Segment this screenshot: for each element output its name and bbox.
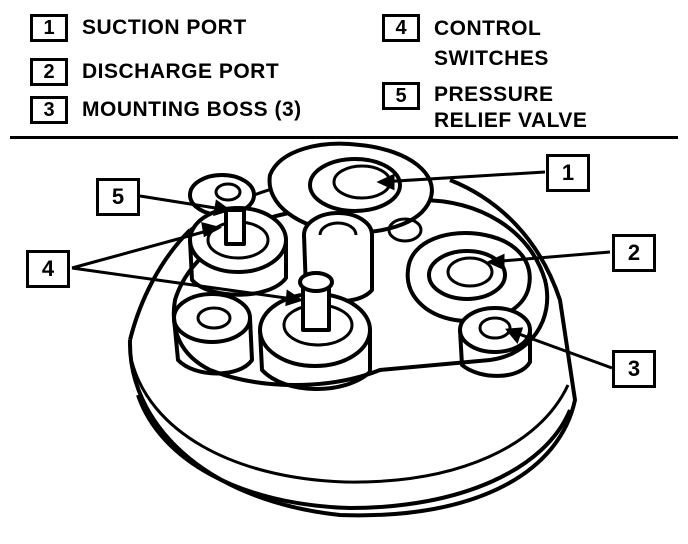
callout-4: 4 — [26, 250, 70, 288]
discharge-port-boss — [405, 231, 532, 324]
leader-arrow-3 — [505, 327, 524, 345]
leader-arrow-4a — [201, 221, 223, 238]
small-port-hole — [387, 217, 423, 243]
legend-item-pressure-relief-valve: 5 PRESSURE RELIEF VALVE — [382, 82, 587, 134]
discharge-port-inner — [446, 256, 494, 288]
switch-center-wall — [258, 329, 372, 391]
lower-left-boss-hole — [196, 306, 232, 330]
callout-3: 3 — [612, 350, 656, 388]
leader-arrow-5 — [213, 199, 232, 217]
legend-item-control-switches: 4 CONTROL SWITCHES — [382, 14, 549, 74]
legend-number: 5 — [382, 82, 420, 110]
legend-number: 2 — [30, 58, 68, 86]
switch-left-housing-wall — [188, 239, 288, 297]
suction-port-boss — [267, 141, 434, 235]
leader-line-5 — [139, 194, 229, 212]
right-boss-wall — [458, 329, 532, 378]
right-boss-hole — [478, 316, 512, 340]
housing-rim-band — [130, 361, 570, 484]
legend-item-suction-port: 1 SUCTION PORT — [30, 14, 247, 42]
legend-number: 3 — [30, 96, 68, 124]
leader-line-4a — [71, 226, 219, 270]
upper-left-boss-hole — [214, 182, 242, 202]
divider-rule — [10, 136, 678, 139]
legend-item-discharge-port: 2 DISCHARGE PORT — [30, 58, 279, 86]
leader-line-3 — [507, 328, 613, 370]
housing-left-edge — [128, 228, 192, 341]
leader-arrow-4b — [285, 289, 304, 307]
leader-arrow-1 — [376, 173, 395, 191]
callout-2: 2 — [612, 234, 656, 272]
switch-left-stem — [224, 208, 246, 246]
discharge-port-opening — [427, 249, 507, 301]
legend-label: MOUNTING BOSS (3) — [82, 98, 302, 121]
leader-line-2 — [489, 250, 611, 264]
legend-number: 4 — [382, 14, 420, 42]
switch-center-cap — [298, 271, 334, 293]
callout-1: 1 — [546, 154, 590, 192]
leader-line-1 — [379, 170, 546, 184]
legend-number: 1 — [30, 14, 68, 42]
housing-lower-rim — [136, 394, 572, 510]
legend-item-mounting-boss: 3 MOUNTING BOSS (3) — [30, 96, 302, 124]
legend-label: CONTROL SWITCHES — [434, 17, 549, 70]
suction-port-opening — [308, 157, 402, 213]
legend-label: PRESSURE RELIEF VALVE — [434, 83, 588, 132]
lower-left-boss-wall — [172, 317, 254, 376]
leader-line-4b — [71, 266, 301, 302]
legend-label: DISCHARGE PORT — [82, 60, 280, 83]
legend-label: SUCTION PORT — [82, 16, 247, 39]
leader-arrow-2 — [486, 253, 505, 271]
callout-5: 5 — [96, 178, 140, 216]
lower-left-boss-top — [172, 292, 252, 344]
